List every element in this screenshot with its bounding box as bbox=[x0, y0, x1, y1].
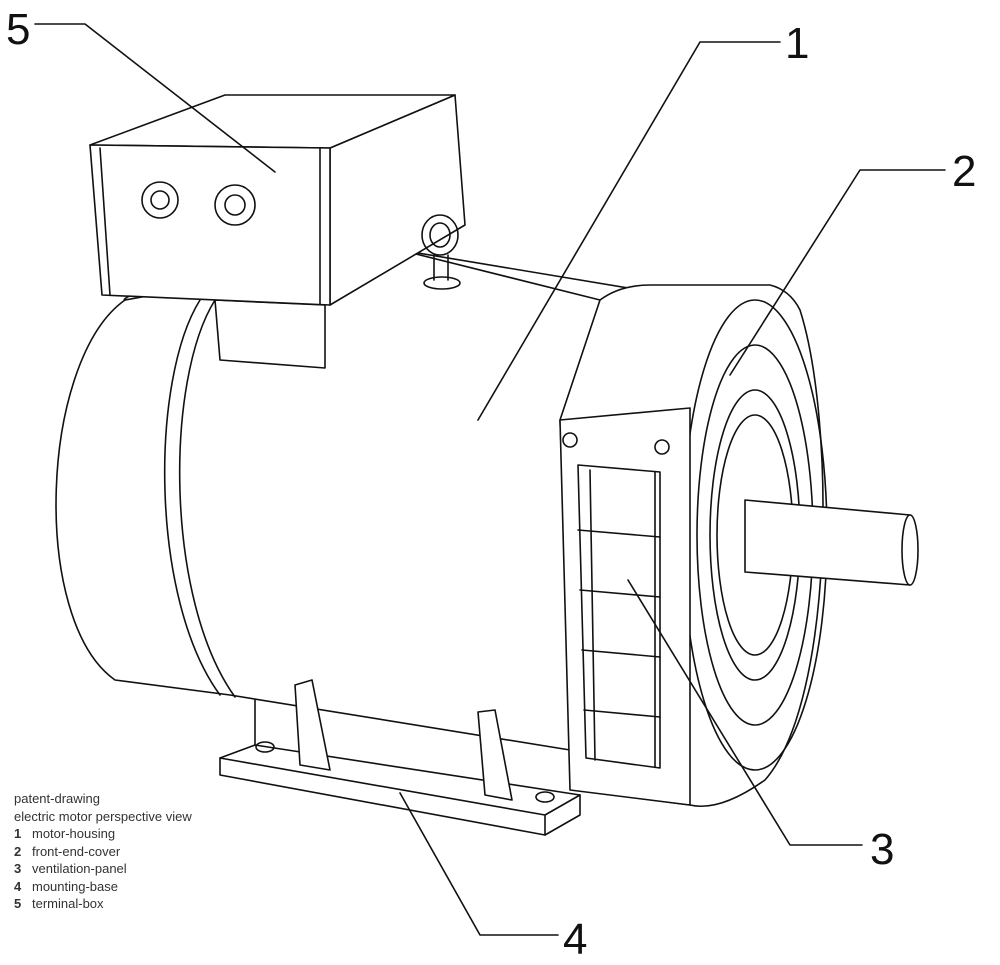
legend-part: ventilation-panel bbox=[32, 860, 127, 878]
legend-num: 3 bbox=[14, 860, 32, 878]
legend-row: 3ventilation-panel bbox=[14, 860, 344, 878]
ventilation-panel bbox=[560, 408, 690, 805]
label-5: 5 bbox=[6, 8, 30, 52]
label-2: 2 bbox=[952, 150, 976, 194]
motor-housing bbox=[56, 250, 640, 750]
label-3: 3 bbox=[870, 828, 894, 872]
parts-legend: patent-drawing electric motor perspectiv… bbox=[14, 790, 344, 913]
legend-row: 1motor-housing bbox=[14, 825, 344, 843]
legend-row: 4mounting-base bbox=[14, 878, 344, 896]
legend-num: 2 bbox=[14, 843, 32, 861]
legend-part: terminal-box bbox=[32, 895, 104, 913]
legend-part: mounting-base bbox=[32, 878, 118, 896]
legend-part: motor-housing bbox=[32, 825, 115, 843]
legend-row: 2front-end-cover bbox=[14, 843, 344, 861]
legend-num: 4 bbox=[14, 878, 32, 896]
diagram-type: patent-drawing bbox=[14, 790, 344, 808]
legend-num: 1 bbox=[14, 825, 32, 843]
legend-num: 5 bbox=[14, 895, 32, 913]
legend-part: front-end-cover bbox=[32, 843, 120, 861]
legend-row: 5terminal-box bbox=[14, 895, 344, 913]
diagram-subject: electric motor perspective view bbox=[14, 808, 344, 826]
label-1: 1 bbox=[785, 22, 809, 66]
label-4: 4 bbox=[563, 918, 587, 962]
shaft bbox=[745, 500, 918, 585]
